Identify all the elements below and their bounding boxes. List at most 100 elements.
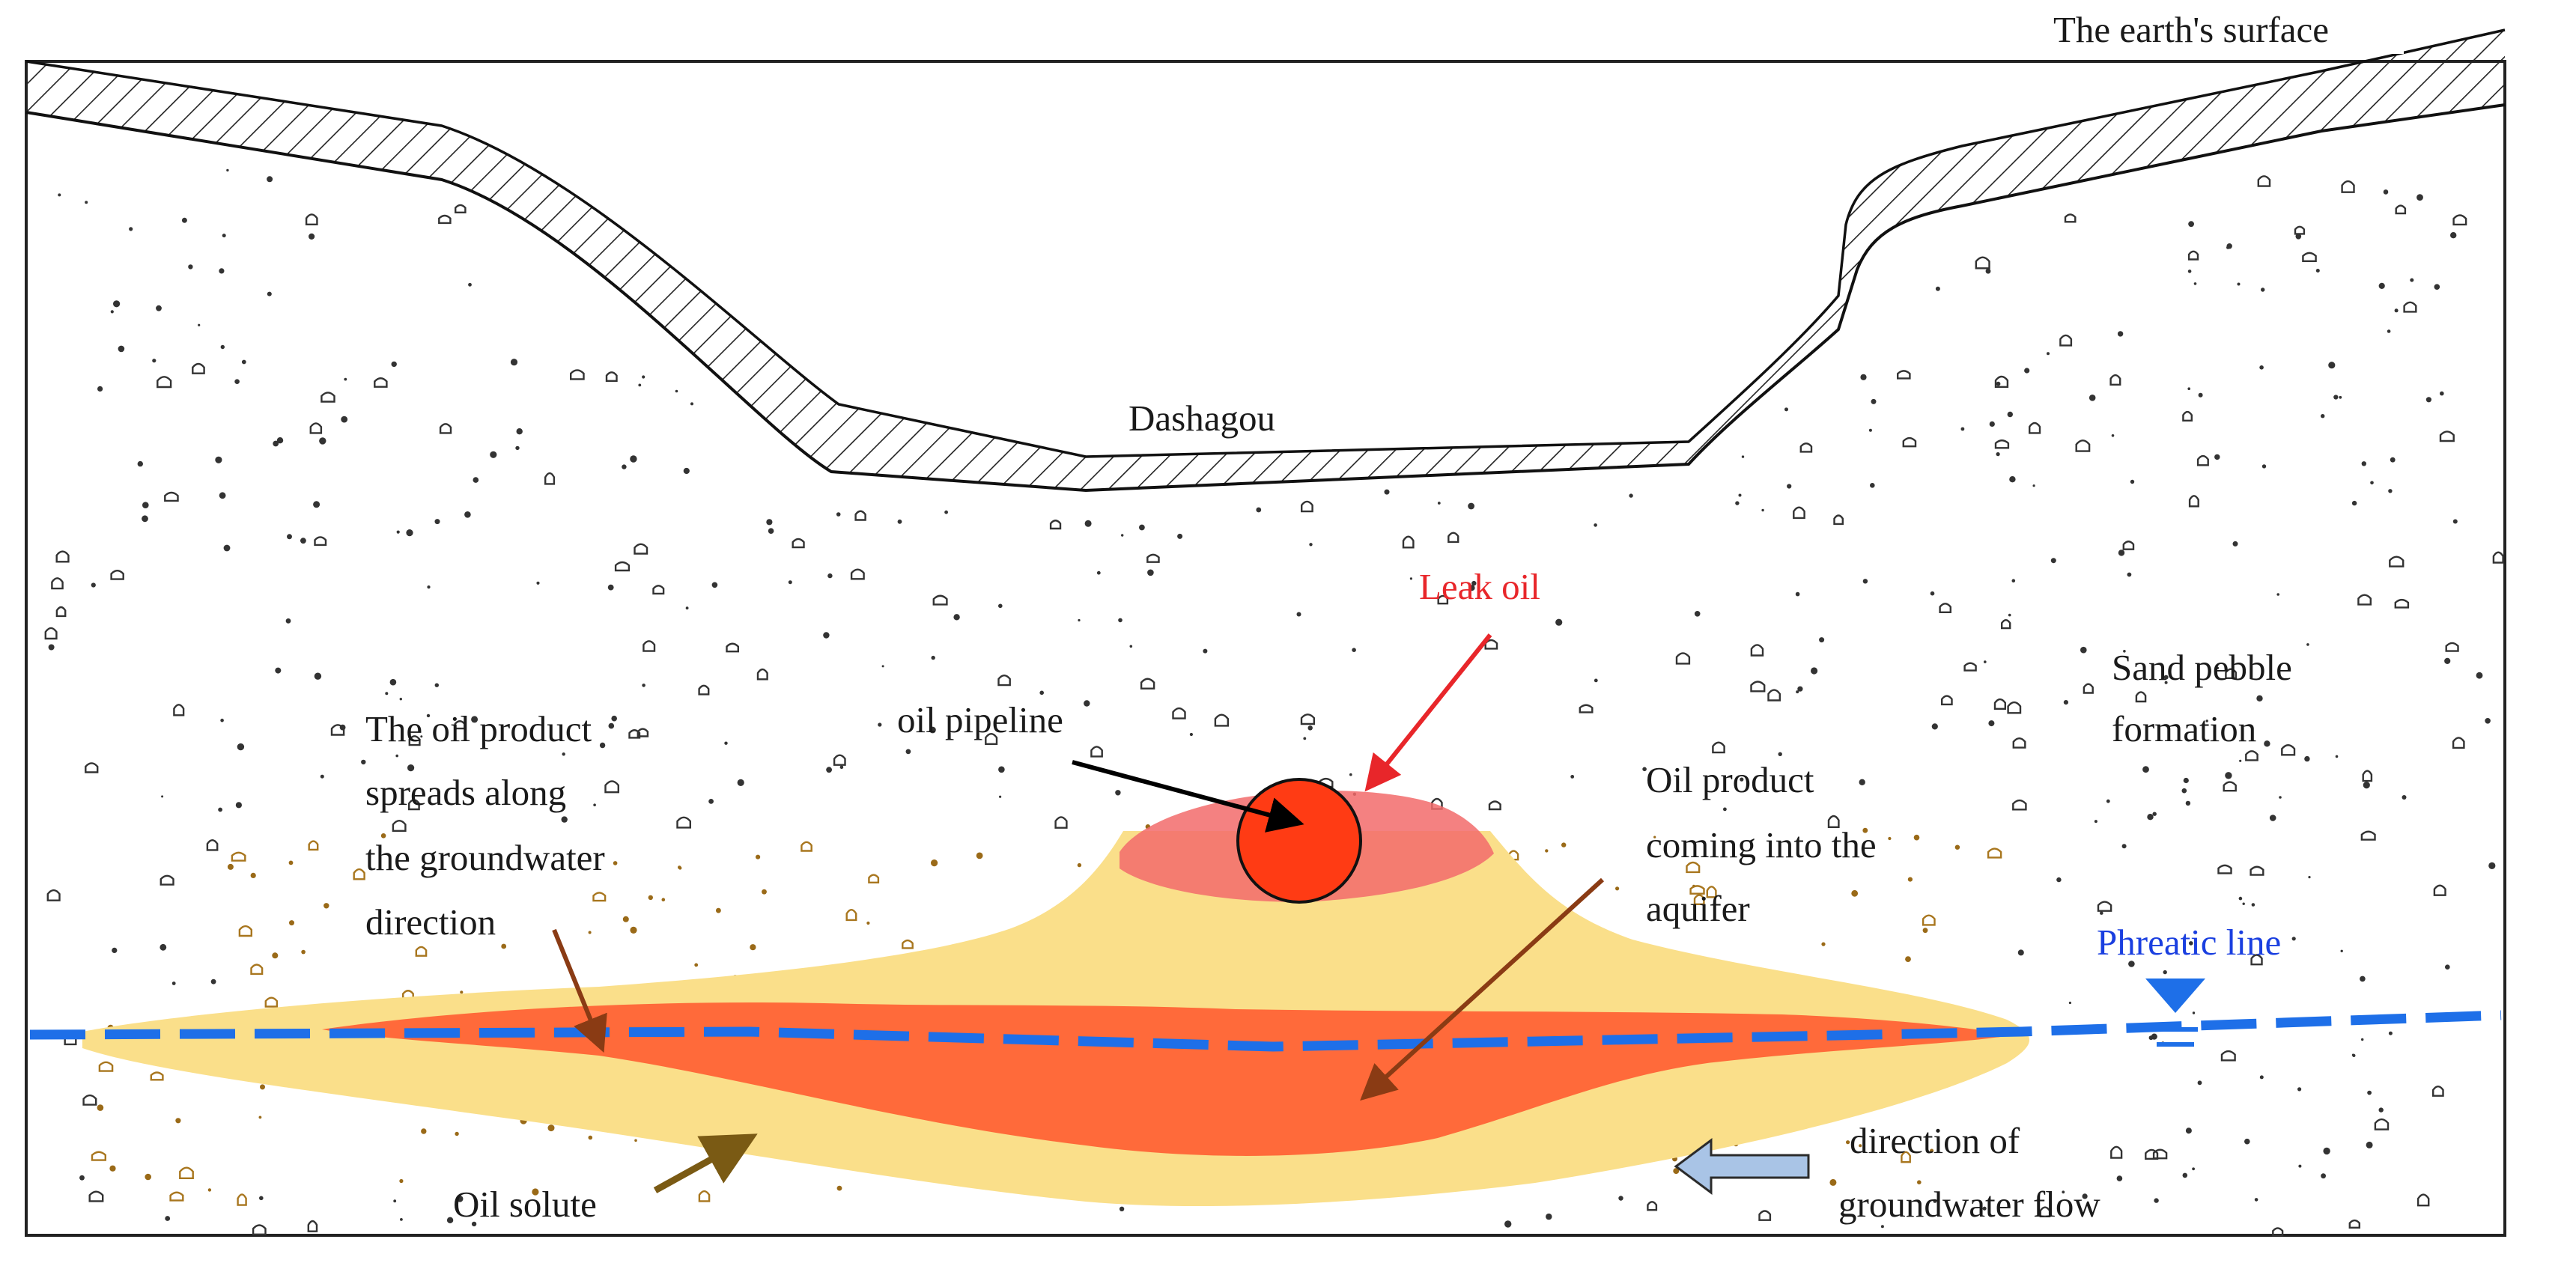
- sand-dot: [999, 795, 1002, 798]
- sand-dot: [675, 389, 678, 393]
- sand-dot: [285, 618, 291, 624]
- sand-dot: [2361, 461, 2366, 466]
- sand-dot: [420, 735, 423, 738]
- diagram-frame: [25, 60, 2506, 1237]
- sand-dot: [998, 603, 1003, 609]
- sand-dot: [48, 644, 55, 651]
- sand-dot: [1084, 520, 1092, 527]
- sand-dot: [2452, 519, 2458, 524]
- pebble: [643, 640, 656, 652]
- sand-dot: [2185, 1127, 2192, 1134]
- sand-dot: [273, 440, 279, 447]
- sand-dot: [2226, 243, 2232, 249]
- sand-dot: [456, 1196, 464, 1202]
- sand-pebble-label-2: formation: [2112, 708, 2256, 749]
- sand-dot: [2416, 194, 2423, 201]
- sand-dot: [897, 519, 902, 524]
- oil-spreads-label-2: spreads along: [365, 772, 566, 813]
- pebble: [374, 377, 388, 388]
- sand-dot: [1129, 645, 1133, 648]
- pebble: [55, 550, 70, 563]
- sand-dot: [1615, 886, 1620, 891]
- sand-dot: [1819, 637, 1825, 643]
- sand-dot: [2298, 1164, 2302, 1168]
- oil-product-zone: [322, 1002, 2014, 1156]
- oil-spreads-label-3: the groundwater: [365, 837, 605, 878]
- pebble: [1897, 370, 1911, 380]
- sand-dot: [2238, 896, 2243, 901]
- sand-dot: [1922, 928, 1928, 934]
- sand-dot: [561, 816, 568, 823]
- sand-dot: [613, 861, 618, 865]
- sand-dot: [339, 724, 346, 731]
- sand-dot: [227, 863, 234, 870]
- sand-dot: [1930, 591, 1935, 596]
- sand-dot: [160, 943, 167, 951]
- sand-dot: [395, 754, 398, 758]
- sand-dot: [380, 833, 386, 839]
- leak-oil-arrow: [1364, 633, 1492, 792]
- sand-dot: [724, 741, 728, 745]
- sand-dot: [1307, 725, 1313, 731]
- sand-dot: [836, 1185, 842, 1191]
- sand-dot: [2047, 352, 2050, 356]
- sand-dot: [137, 460, 143, 467]
- phreatic-line: [29, 1010, 2502, 1052]
- sand-dot: [976, 852, 983, 859]
- pebble: [1799, 442, 1813, 453]
- sand-dot: [323, 903, 329, 909]
- sand-dot: [1504, 1220, 1512, 1228]
- pebble: [51, 577, 64, 590]
- sand-dot: [219, 268, 225, 274]
- pebble: [44, 627, 58, 640]
- pebble: [2416, 1193, 2430, 1207]
- water-table-icon: [2145, 979, 2205, 1013]
- sand-dot: [2225, 772, 2232, 779]
- pebble: [2109, 374, 2121, 386]
- sand-dot: [2185, 800, 2191, 806]
- pebble: [82, 1094, 97, 1106]
- sand-dot: [2056, 877, 2062, 883]
- sand-dot: [1653, 836, 1656, 839]
- sand-dot: [91, 582, 96, 588]
- sand-dot: [2198, 392, 2203, 398]
- sand-dot: [1787, 484, 1792, 489]
- pebble: [792, 538, 805, 549]
- pebble: [1793, 506, 1805, 520]
- sand-dot: [1868, 428, 1872, 432]
- sand-dot: [112, 947, 118, 953]
- sand-dot: [2335, 755, 2339, 758]
- pebble: [2012, 737, 2026, 749]
- sand-dot: [905, 749, 911, 755]
- pebble: [1963, 662, 1977, 672]
- sand-dot: [1352, 648, 1356, 652]
- sand-dot: [2360, 976, 2366, 982]
- pebble: [91, 1151, 106, 1161]
- sand-dot: [2321, 414, 2325, 419]
- sand-dot: [2189, 941, 2193, 946]
- sand-dot: [2402, 795, 2407, 800]
- sand-dot: [2148, 1035, 2154, 1041]
- sand-dot: [2450, 232, 2457, 239]
- sand-dot: [1859, 779, 1865, 786]
- sand-dot: [1870, 483, 1875, 488]
- sand-dot: [1930, 1148, 1934, 1153]
- pebble: [2374, 1118, 2390, 1130]
- pebble: [628, 729, 641, 739]
- sand-dot: [215, 456, 222, 463]
- sand-dot: [2183, 777, 2189, 784]
- pebble: [1706, 886, 1717, 898]
- sand-dot: [2361, 1038, 2364, 1041]
- sand-dot: [766, 519, 773, 526]
- sand-dot: [1988, 720, 1995, 727]
- sand-dot: [207, 1188, 212, 1192]
- hatch-top-line: [25, 28, 2506, 458]
- sand-dot: [399, 698, 402, 701]
- sand-dot: [2232, 541, 2238, 547]
- sand-dot: [516, 428, 523, 435]
- sand-dot: [2111, 434, 2115, 437]
- sand-dot: [319, 437, 326, 445]
- sand-dot: [165, 1216, 171, 1221]
- pebble: [2272, 1227, 2284, 1237]
- sand-dot: [2378, 1107, 2384, 1113]
